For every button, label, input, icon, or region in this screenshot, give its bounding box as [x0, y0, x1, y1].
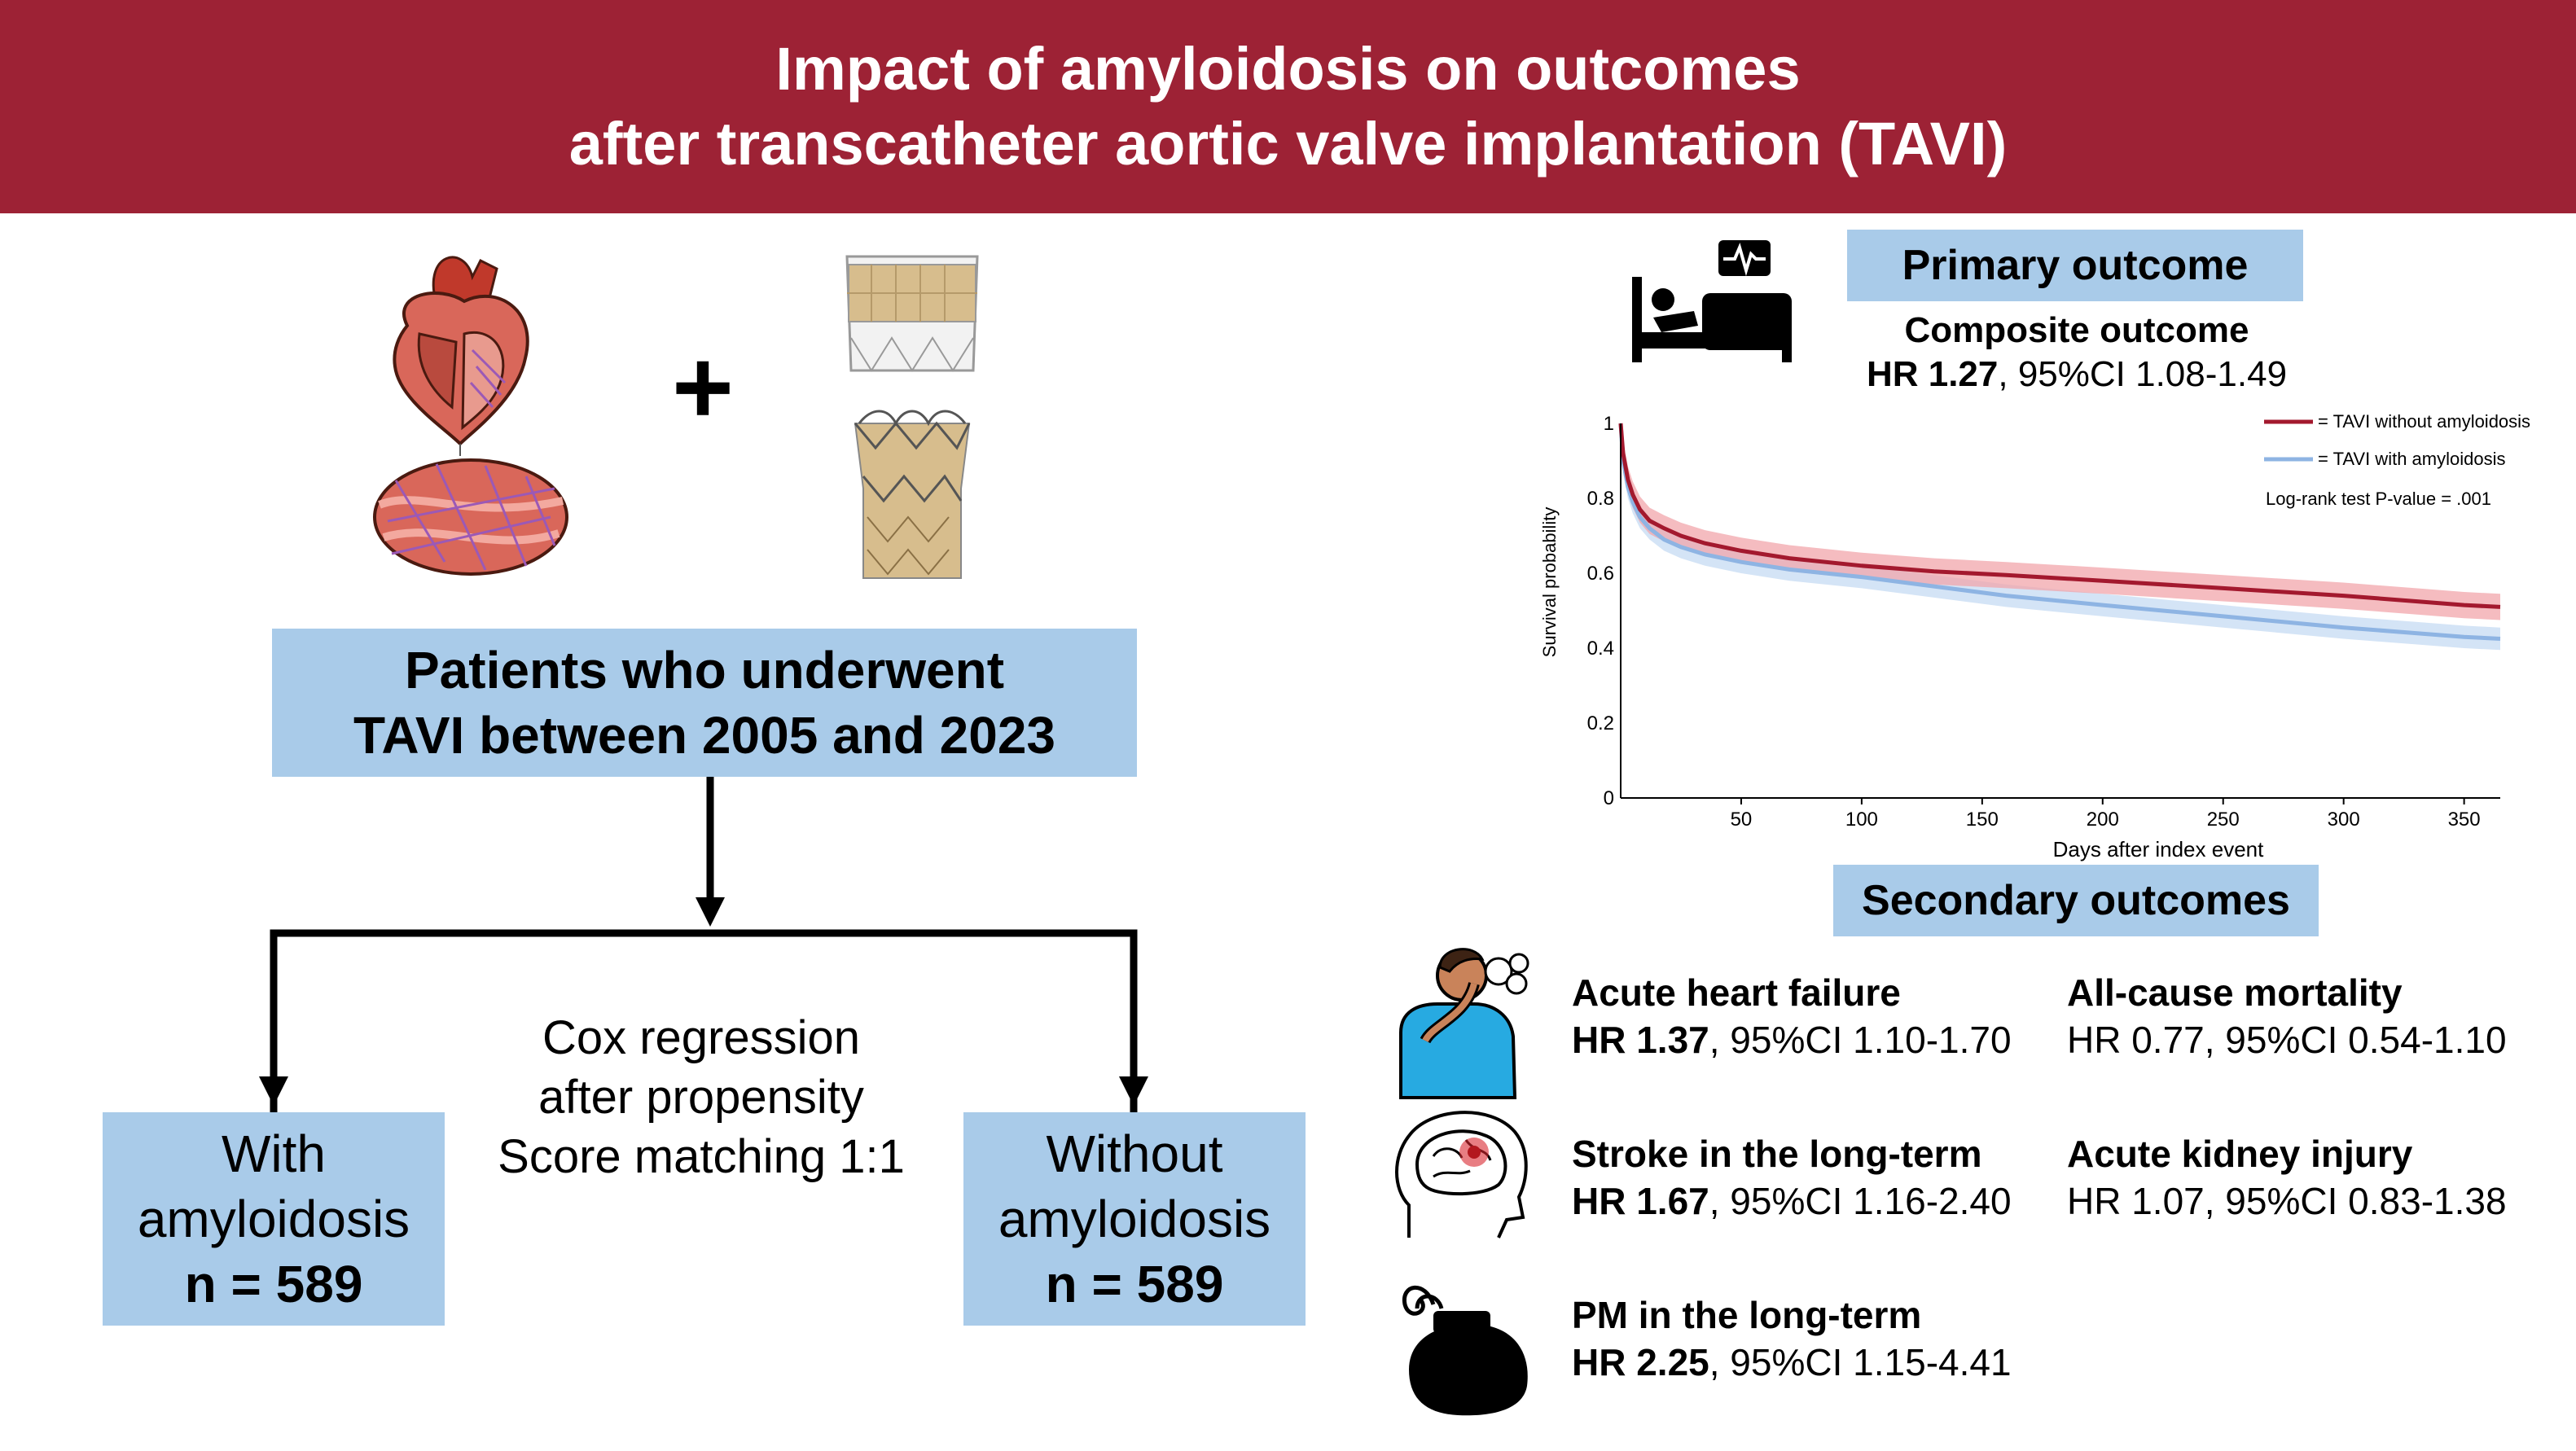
method-line-1: Cox regression	[542, 1011, 861, 1064]
arm-with-box: With amyloidosis n = 589	[103, 1112, 445, 1326]
survival-curve-0	[1618, 423, 2501, 609]
secondary-title-2: Stroke in the long-term	[1572, 1133, 1982, 1175]
patients-box: Patients who underwent TAVI between 2005…	[272, 629, 1137, 777]
x-tick-label: 150	[1966, 809, 1999, 831]
heart-anatomy-icon	[393, 256, 529, 456]
y-tick-label: 0	[1604, 787, 1614, 809]
x-tick-label: 300	[2328, 809, 2360, 831]
logrank-annotation: Log-rank test P-value = .001	[2266, 489, 2491, 509]
brain-stroke-icon	[1395, 1111, 1528, 1238]
tavi-valve-icon	[845, 255, 979, 579]
arm-with-n: n = 589	[184, 1255, 363, 1313]
ci-band-1	[1621, 423, 2500, 651]
secondary-ci-0: , 95%CI 1.10-1.70	[1709, 1019, 2012, 1061]
secondary-title-3: Acute kidney injury	[2067, 1133, 2413, 1175]
secondary-item-4: PM in the long-term HR 2.25, 95%CI 1.15-…	[1572, 1291, 2012, 1386]
y-tick-label: 0.6	[1587, 563, 1614, 585]
secondary-title-4: PM in the long-term	[1572, 1294, 1922, 1336]
y-axis-label: Survival probability	[1539, 507, 1560, 658]
secondary-item-1: All-cause mortality HR 0.77, 95%CI 0.54-…	[2067, 969, 2507, 1063]
secondary-item-0: Acute heart failure HR 1.37, 95%CI 1.10-…	[1572, 969, 2012, 1063]
title-line-1: Impact of amyloidosis on outcomes	[775, 35, 1801, 103]
secondary-title-1: All-cause mortality	[2067, 971, 2403, 1014]
method-text: Cox regression after propensity Score ma…	[461, 1008, 941, 1186]
y-tick-label: 0.2	[1587, 712, 1614, 734]
method-line-2: after propensity	[538, 1071, 864, 1124]
secondary-item-3: Acute kidney injury HR 1.07, 95%CI 0.83-…	[2067, 1130, 2507, 1225]
y-tick-label: 0.4	[1587, 638, 1614, 660]
primary-outcome-label: Primary outcome	[1847, 230, 2303, 301]
secondary-hr-1: HR 0.77	[2067, 1019, 2205, 1061]
method-line-3: Score matching 1:1	[498, 1130, 905, 1183]
x-tick-label: 100	[1845, 809, 1878, 831]
secondary-title-0: Acute heart failure	[1572, 971, 1901, 1014]
patients-line-1: Patients who underwent	[404, 641, 1005, 699]
x-tick-label: 200	[2087, 809, 2119, 831]
hospital-bed-icon	[1632, 240, 1792, 362]
arm-without-line-1: Without	[1046, 1124, 1223, 1183]
patients-line-2: TAVI between 2005 and 2023	[353, 706, 1055, 765]
title-line-2: after transcatheter aortic valve implant…	[568, 110, 2008, 178]
survival-curve-1	[1618, 423, 2501, 641]
ci-band-0	[1621, 423, 2500, 620]
y-tick-label: 0.8	[1587, 488, 1614, 510]
secondary-ci-2: , 95%CI 1.16-2.40	[1709, 1180, 2012, 1222]
x-tick-label: 250	[2207, 809, 2240, 831]
arm-with-line-2: amyloidosis	[137, 1190, 410, 1248]
secondary-item-2: Stroke in the long-term HR 1.67, 95%CI 1…	[1572, 1130, 2012, 1225]
pacemaker-icon	[1402, 1285, 1528, 1416]
x-axis-label: Days after index event	[2053, 837, 2264, 861]
secondary-hr-2: HR 1.67	[1572, 1180, 1709, 1222]
secondary-hr-4: HR 2.25	[1572, 1341, 1709, 1383]
x-tick-label: 50	[1731, 809, 1753, 831]
legend-label-0: = TAVI without amyloidosis	[2318, 411, 2530, 432]
arm-without-n: n = 589	[1045, 1255, 1224, 1313]
breathless-person-icon	[1399, 948, 1529, 1099]
secondary-ci-3: , 95%CI 0.83-1.38	[2204, 1180, 2507, 1222]
arm-without-box: Without amyloidosis n = 589	[963, 1112, 1306, 1326]
amyloid-tissue-icon	[373, 458, 568, 576]
plus-sign: +	[672, 327, 734, 446]
arm-without-line-2: amyloidosis	[998, 1190, 1271, 1248]
primary-ci-value: , 95%CI 1.08-1.49	[1998, 354, 2288, 394]
secondary-outcome-label: Secondary outcomes	[1833, 865, 2319, 936]
split-arrows	[270, 929, 1138, 1120]
title-banner: Impact of amyloidosis on outcomes after …	[0, 0, 2576, 213]
y-tick-label: 1	[1604, 413, 1614, 435]
arm-with-line-1: With	[222, 1124, 326, 1183]
x-tick-label: 350	[2448, 809, 2481, 831]
secondary-ci-1: , 95%CI 0.54-1.10	[2204, 1019, 2507, 1061]
primary-outcome-name: Composite outcome	[1904, 310, 2249, 350]
primary-outcome-hr: HR 1.27, 95%CI 1.08-1.49	[1751, 352, 2403, 397]
secondary-hr-3: HR 1.07	[2067, 1180, 2205, 1222]
secondary-ci-4: , 95%CI 1.15-4.41	[1709, 1341, 2012, 1383]
primary-hr-value: HR 1.27	[1866, 354, 1999, 394]
legend-label-1: = TAVI with amyloidosis	[2318, 449, 2505, 469]
secondary-hr-0: HR 1.37	[1572, 1019, 1709, 1061]
